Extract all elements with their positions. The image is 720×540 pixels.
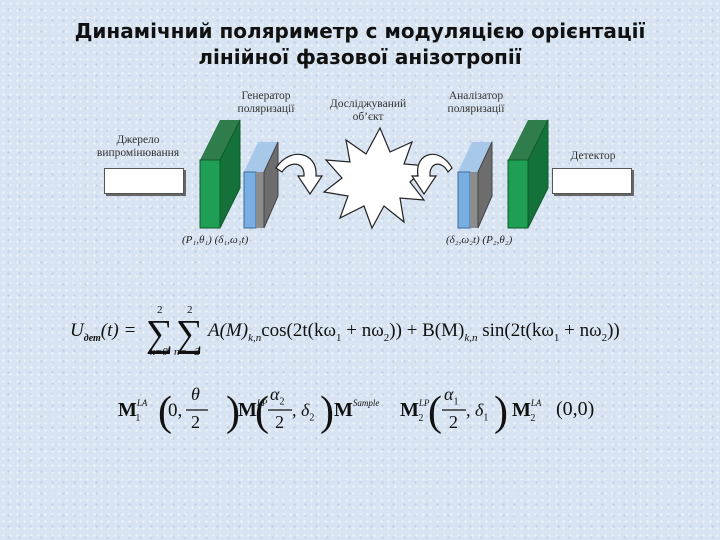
generator-retarder-plate (243, 141, 279, 229)
svg-text:(: ( (255, 389, 269, 435)
analyzer-retarder-plate (457, 141, 493, 229)
analyzer-polarizer-plate (507, 119, 549, 229)
svg-text:): ) (320, 389, 334, 435)
generator-polarizer-plate (199, 119, 241, 229)
title-line-1: Динамічний поляриметр с модуляцією орієн… (74, 19, 646, 43)
source-label: Джерело випромінювання (96, 134, 180, 159)
object-label: Досліджуваний об’єкт (329, 98, 407, 123)
sum-symbol-1: ∑ (146, 313, 173, 355)
source-box (104, 168, 184, 194)
sample-object-starburst (322, 126, 430, 230)
svg-text:): ) (226, 389, 240, 435)
sum-symbol-2: ∑ (176, 313, 203, 355)
slide-title: Динамічний поляриметр с модуляцією орієн… (20, 18, 700, 70)
formula-2-brackets: ( ) ( ) ( ) (158, 389, 508, 435)
detector-label: Детектор (570, 150, 616, 162)
svg-text:(: ( (428, 389, 442, 435)
analyzer-label: Аналізатор поляризації (447, 90, 505, 115)
generator-label: Генератор поляризації (237, 90, 295, 115)
rotation-arrow-left-icon (275, 153, 324, 196)
title-line-2: лінійної фазової анізотропії (198, 45, 522, 69)
right-parameters: (δ₂,ω₂t) (P₂,θ₂) (446, 234, 513, 246)
rotation-arrow-right-icon (410, 153, 453, 196)
svg-text:(: ( (158, 389, 172, 435)
left-parameters: (P₁,θ₁) (δ₁,ω₁t) (182, 234, 249, 246)
svg-text:): ) (494, 389, 508, 435)
detector-box (552, 168, 632, 194)
